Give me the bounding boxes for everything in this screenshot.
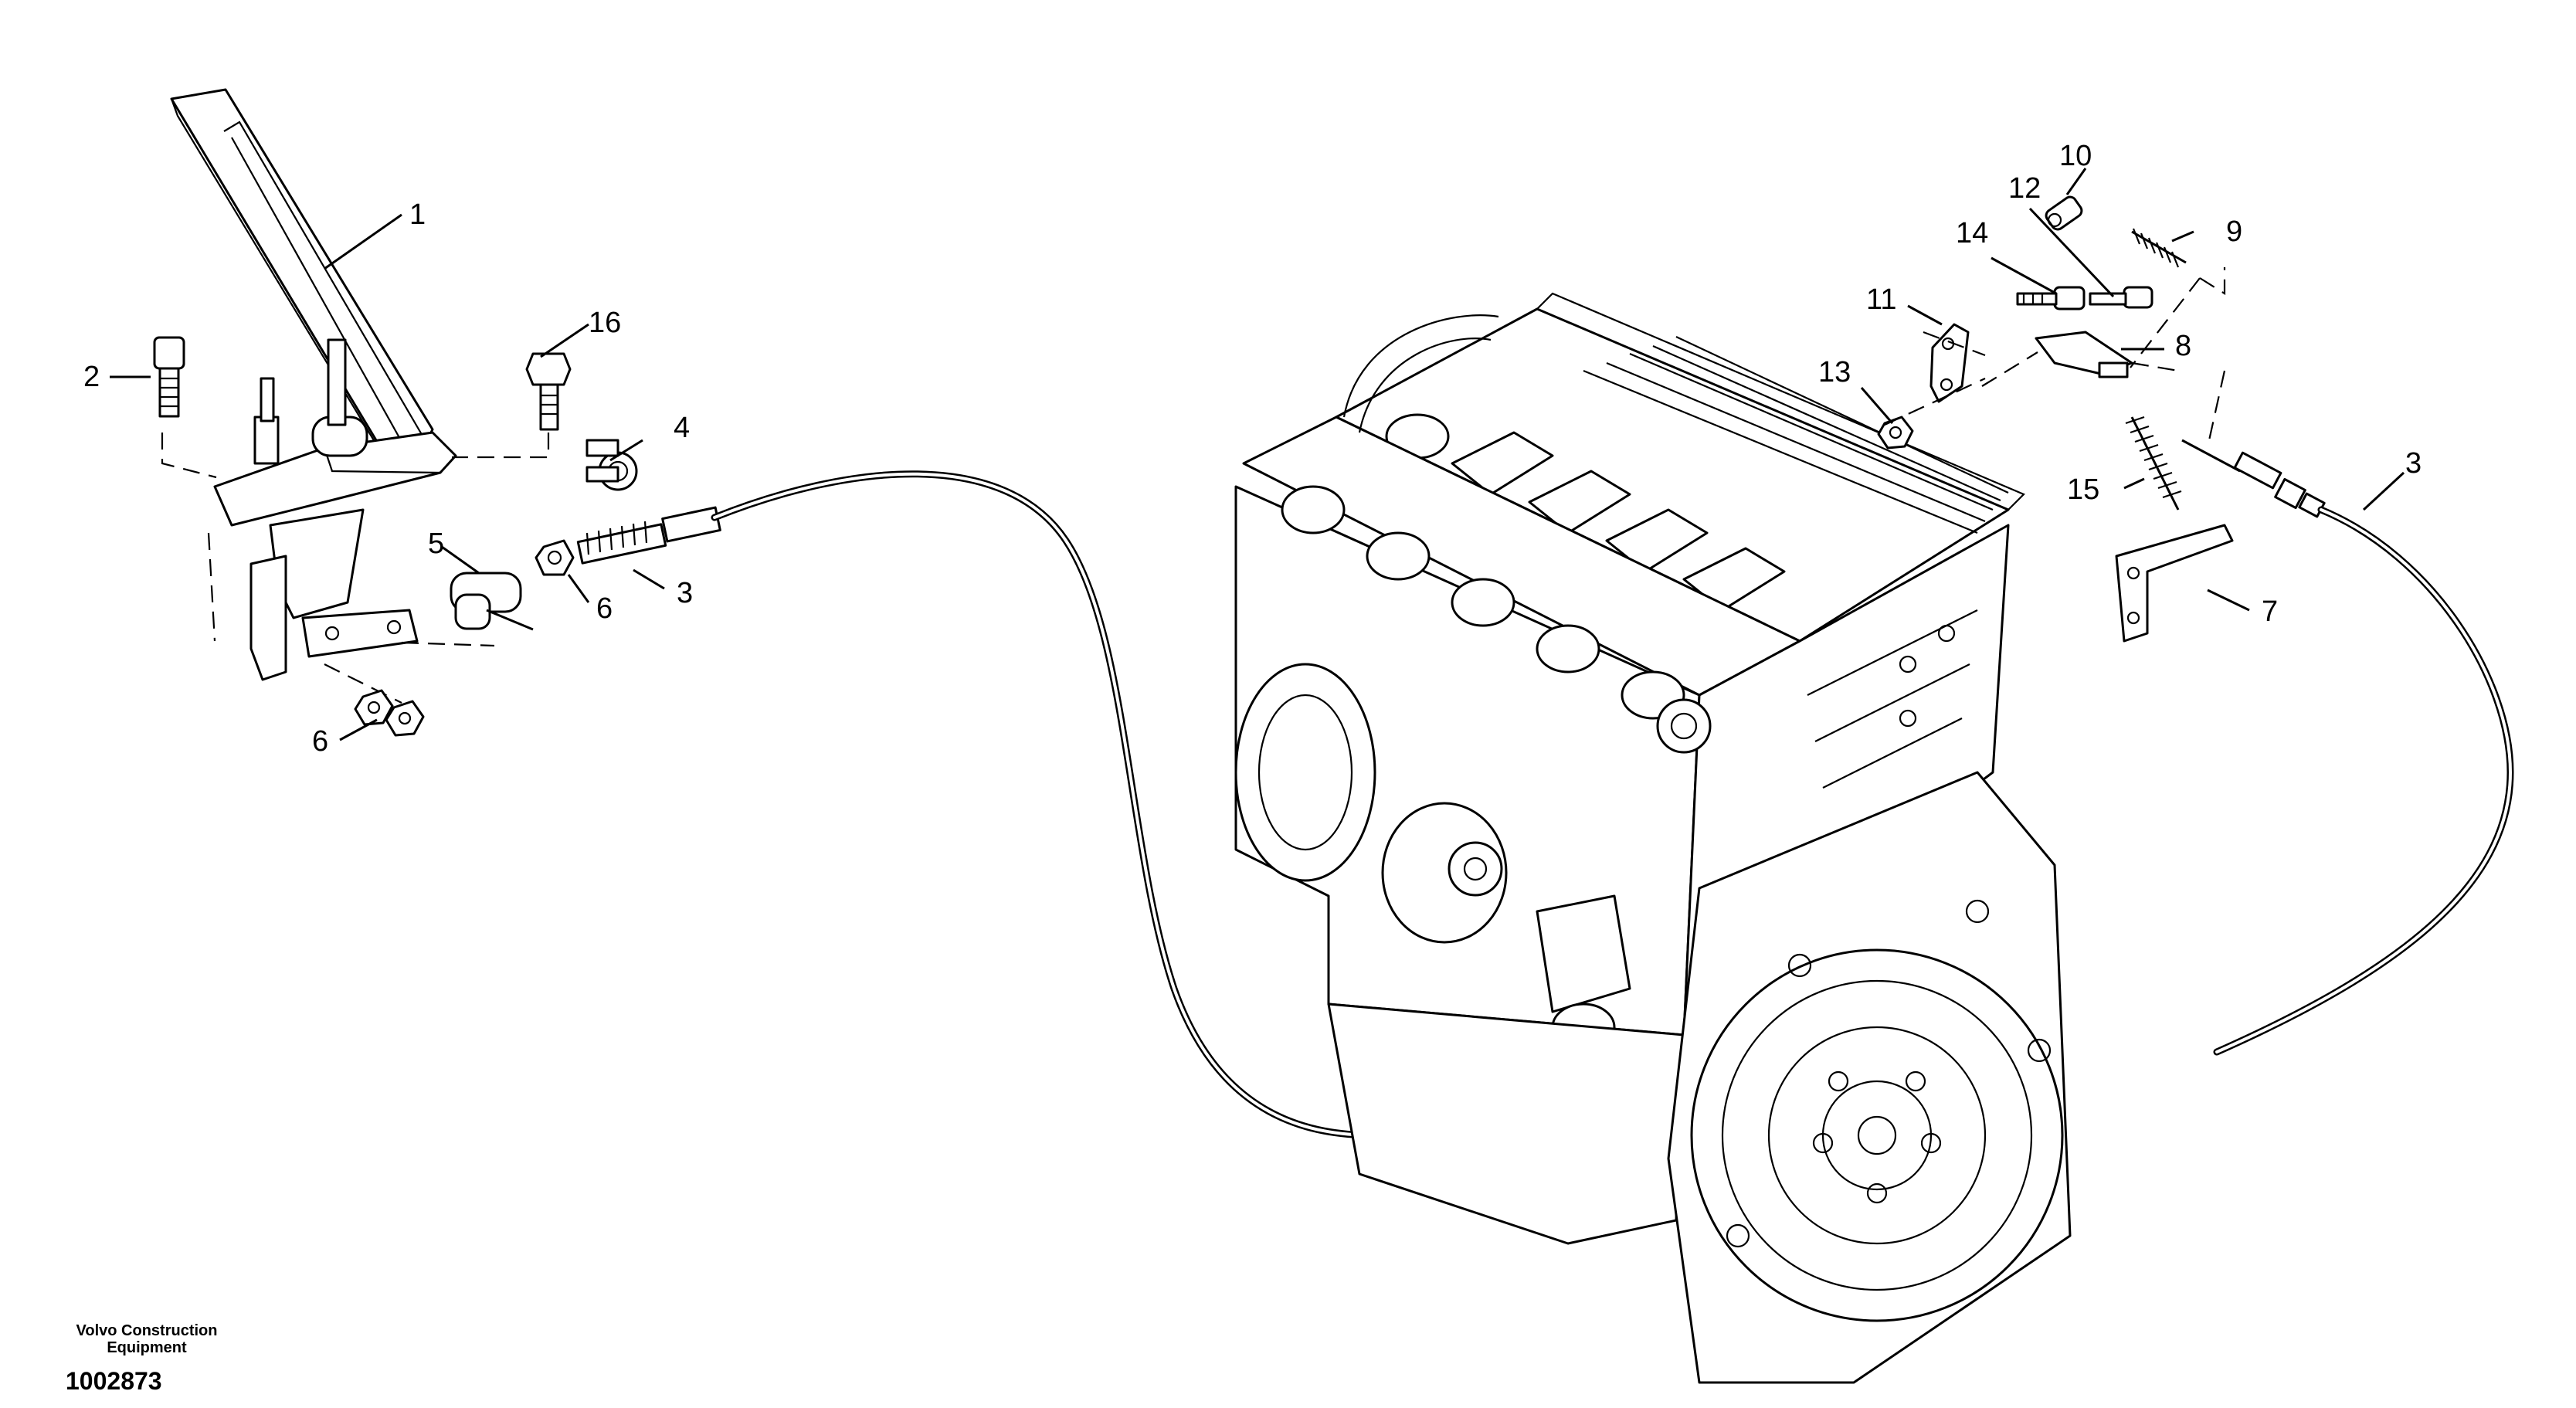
callout-9: 9 [2226,215,2242,248]
nut-13 [1877,416,1914,450]
cable-end-threaded [576,506,721,565]
callout-14: 14 [1956,217,1988,249]
callout-15: 15 [2067,473,2099,506]
brand-line-2: Equipment [107,1339,187,1356]
nut-6-upper [535,539,575,576]
bolt-2 [153,336,185,418]
callout-6-upper: 6 [596,592,613,625]
bracket-7 [2115,524,2234,643]
leader-lines [110,168,2405,741]
accelerator-pedal-assembly [161,88,550,704]
callout-8: 8 [2175,330,2191,362]
document-number: 1002873 [66,1367,162,1395]
callout-5: 5 [428,528,444,560]
callout-11: 11 [1866,283,1896,316]
lever-11 [1929,323,1970,403]
spring-9 [2131,228,2187,268]
callout-16: 16 [589,307,621,339]
elbow-fitting-5 [450,572,534,631]
stop-screw-nut [253,416,280,465]
engine-block [1234,292,2072,1384]
clamp-4 [585,439,638,491]
nut-6-lower [354,689,425,737]
throttle-cable-right [2213,506,2514,1056]
bracket-8 [2035,331,2133,378]
footer: Volvo Construction Equipment 1002873 [31,1322,263,1396]
callout-13: 13 [1818,356,1851,388]
bolt-12 [2089,286,2153,309]
callout-10: 10 [2059,140,2092,172]
brand-line-1: Volvo Construction [76,1322,218,1339]
cable-end-right [2181,439,2326,518]
pedal-rod [327,338,347,426]
callout-1: 1 [409,198,426,231]
bolt-10 [2045,195,2083,231]
callout-4: 4 [674,412,690,444]
bolt-14 [2016,286,2086,310]
callout-2: 2 [83,361,100,393]
pedal-plate [170,88,434,465]
callout-3-left: 3 [677,577,693,609]
flywheel [1690,948,2064,1322]
stop-screw [260,377,275,422]
pedal-mount-plate [249,555,287,681]
callout-6-lower: 6 [312,725,328,758]
callout-3-right: 3 [2405,447,2422,480]
spring-15 [2125,416,2182,511]
callout-12: 12 [2008,172,2041,205]
callout-7: 7 [2262,595,2278,628]
bolt-16 [525,352,572,431]
